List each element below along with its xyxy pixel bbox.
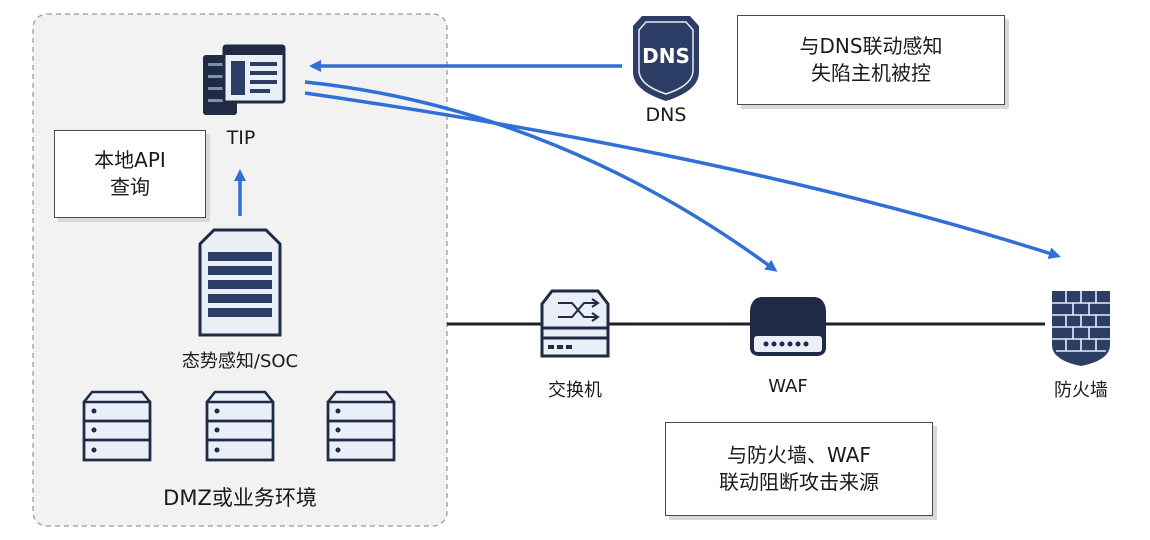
arrow-tip-to-waf bbox=[304, 80, 778, 272]
arrow-tip-to-firewall bbox=[304, 91, 1061, 259]
waf-label: WAF bbox=[768, 376, 808, 397]
callout-dns-link-line1: 与DNS联动感知 bbox=[799, 34, 943, 58]
callout-dns-link: 与DNS联动感知 失陷主机被控 bbox=[737, 15, 1005, 105]
dmz-zone-label: DMZ或业务环境 bbox=[163, 486, 317, 510]
callout-local-api: 本地API 查询 bbox=[54, 130, 206, 218]
callout-fw-waf-link: 与防火墙、WAF 联动阻断攻击来源 bbox=[665, 422, 933, 516]
dmz-server-1-icon bbox=[82, 390, 152, 462]
tip-label: TIP bbox=[226, 127, 256, 149]
callout-fw-waf-link-line2: 联动阻断攻击来源 bbox=[719, 470, 879, 494]
soc-server-icon bbox=[198, 228, 282, 337]
dns-badge-text: DNS bbox=[642, 44, 690, 68]
dmz-server-3-icon bbox=[326, 390, 396, 462]
callout-dns-link-line2: 失陷主机被控 bbox=[811, 61, 931, 85]
callout-fw-waf-link-line1: 与防火墙、WAF bbox=[727, 443, 871, 467]
dns-label: DNS bbox=[645, 104, 687, 126]
switch-icon bbox=[540, 289, 610, 358]
firewall-label: 防火墙 bbox=[1054, 380, 1108, 401]
dns-shield-icon: DNS bbox=[633, 16, 699, 101]
switch-label: 交换机 bbox=[548, 380, 602, 401]
tip-server-icon bbox=[203, 44, 286, 115]
callout-local-api-line2: 查询 bbox=[110, 175, 150, 199]
dmz-server-2-icon bbox=[205, 390, 275, 462]
callout-local-api-line1: 本地API bbox=[94, 148, 166, 172]
firewall-brick-icon bbox=[1052, 291, 1110, 366]
soc-label: 态势感知/SOC bbox=[181, 351, 299, 372]
waf-device-icon bbox=[750, 297, 826, 356]
